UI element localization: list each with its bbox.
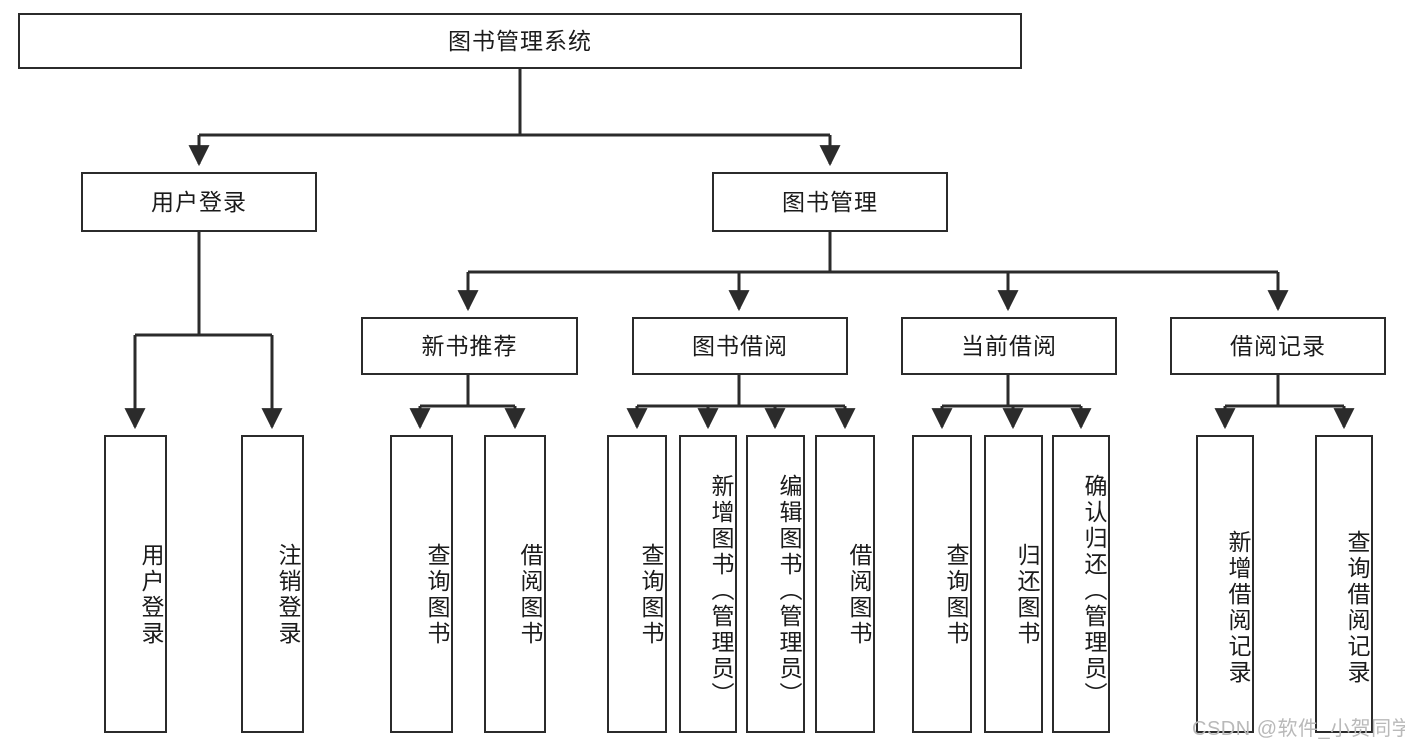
node-leaf-user-login[interactable]: 用户登录	[104, 435, 167, 733]
node-leaf-return-book-label: 归还图书	[1014, 543, 1040, 647]
node-leaf-query-book-1[interactable]: 查询图书	[390, 435, 453, 733]
node-leaf-edit-book[interactable]: 编辑图书（管理员）	[746, 435, 805, 733]
node-leaf-add-book-label: 新增图书（管理员）	[708, 474, 734, 708]
node-book-manage-label: 图书管理	[782, 188, 878, 215]
node-leaf-edit-book-label: 编辑图书（管理员）	[776, 474, 802, 708]
node-borrow-record[interactable]: 借阅记录	[1170, 317, 1386, 375]
node-leaf-query-book-2-label: 查询图书	[638, 543, 664, 647]
node-root[interactable]: 图书管理系统	[18, 13, 1022, 69]
node-new-book-recommend-label: 新书推荐	[421, 332, 518, 359]
node-leaf-query-record[interactable]: 查询借阅记录	[1315, 435, 1373, 733]
node-leaf-user-logout-label: 注销登录	[275, 543, 301, 647]
node-book-borrow[interactable]: 图书借阅	[632, 317, 848, 375]
node-current-borrow-label: 当前借阅	[961, 332, 1057, 359]
node-user-login[interactable]: 用户登录	[81, 172, 317, 232]
node-leaf-add-record[interactable]: 新增借阅记录	[1196, 435, 1254, 733]
node-leaf-confirm-return[interactable]: 确认归还（管理员）	[1052, 435, 1110, 733]
node-leaf-query-book-1-label: 查询图书	[424, 543, 450, 647]
node-root-label: 图书管理系统	[448, 27, 592, 54]
node-leaf-confirm-return-label: 确认归还（管理员）	[1081, 474, 1107, 708]
node-book-manage[interactable]: 图书管理	[712, 172, 948, 232]
csdn-watermark: CSDN @软件_小贺同学	[1192, 718, 1405, 740]
node-user-login-label: 用户登录	[151, 188, 247, 215]
node-leaf-borrow-book-1[interactable]: 借阅图书	[484, 435, 546, 733]
node-leaf-query-book-3-label: 查询图书	[943, 543, 969, 647]
node-leaf-user-login-label: 用户登录	[138, 543, 164, 647]
node-current-borrow[interactable]: 当前借阅	[901, 317, 1117, 375]
node-leaf-borrow-book-1-label: 借阅图书	[517, 543, 543, 647]
node-leaf-add-record-label: 新增借阅记录	[1225, 530, 1251, 686]
node-leaf-add-book[interactable]: 新增图书（管理员）	[679, 435, 737, 733]
node-book-borrow-label: 图书借阅	[692, 332, 788, 359]
node-leaf-return-book[interactable]: 归还图书	[984, 435, 1043, 733]
node-leaf-borrow-book-2[interactable]: 借阅图书	[815, 435, 875, 733]
node-leaf-borrow-book-2-label: 借阅图书	[846, 543, 872, 647]
node-leaf-query-record-label: 查询借阅记录	[1344, 530, 1370, 686]
node-leaf-user-logout[interactable]: 注销登录	[241, 435, 304, 733]
node-borrow-record-label: 借阅记录	[1230, 332, 1326, 359]
node-leaf-query-book-3[interactable]: 查询图书	[912, 435, 972, 733]
node-new-book-recommend[interactable]: 新书推荐	[361, 317, 578, 375]
node-leaf-query-book-2[interactable]: 查询图书	[607, 435, 667, 733]
